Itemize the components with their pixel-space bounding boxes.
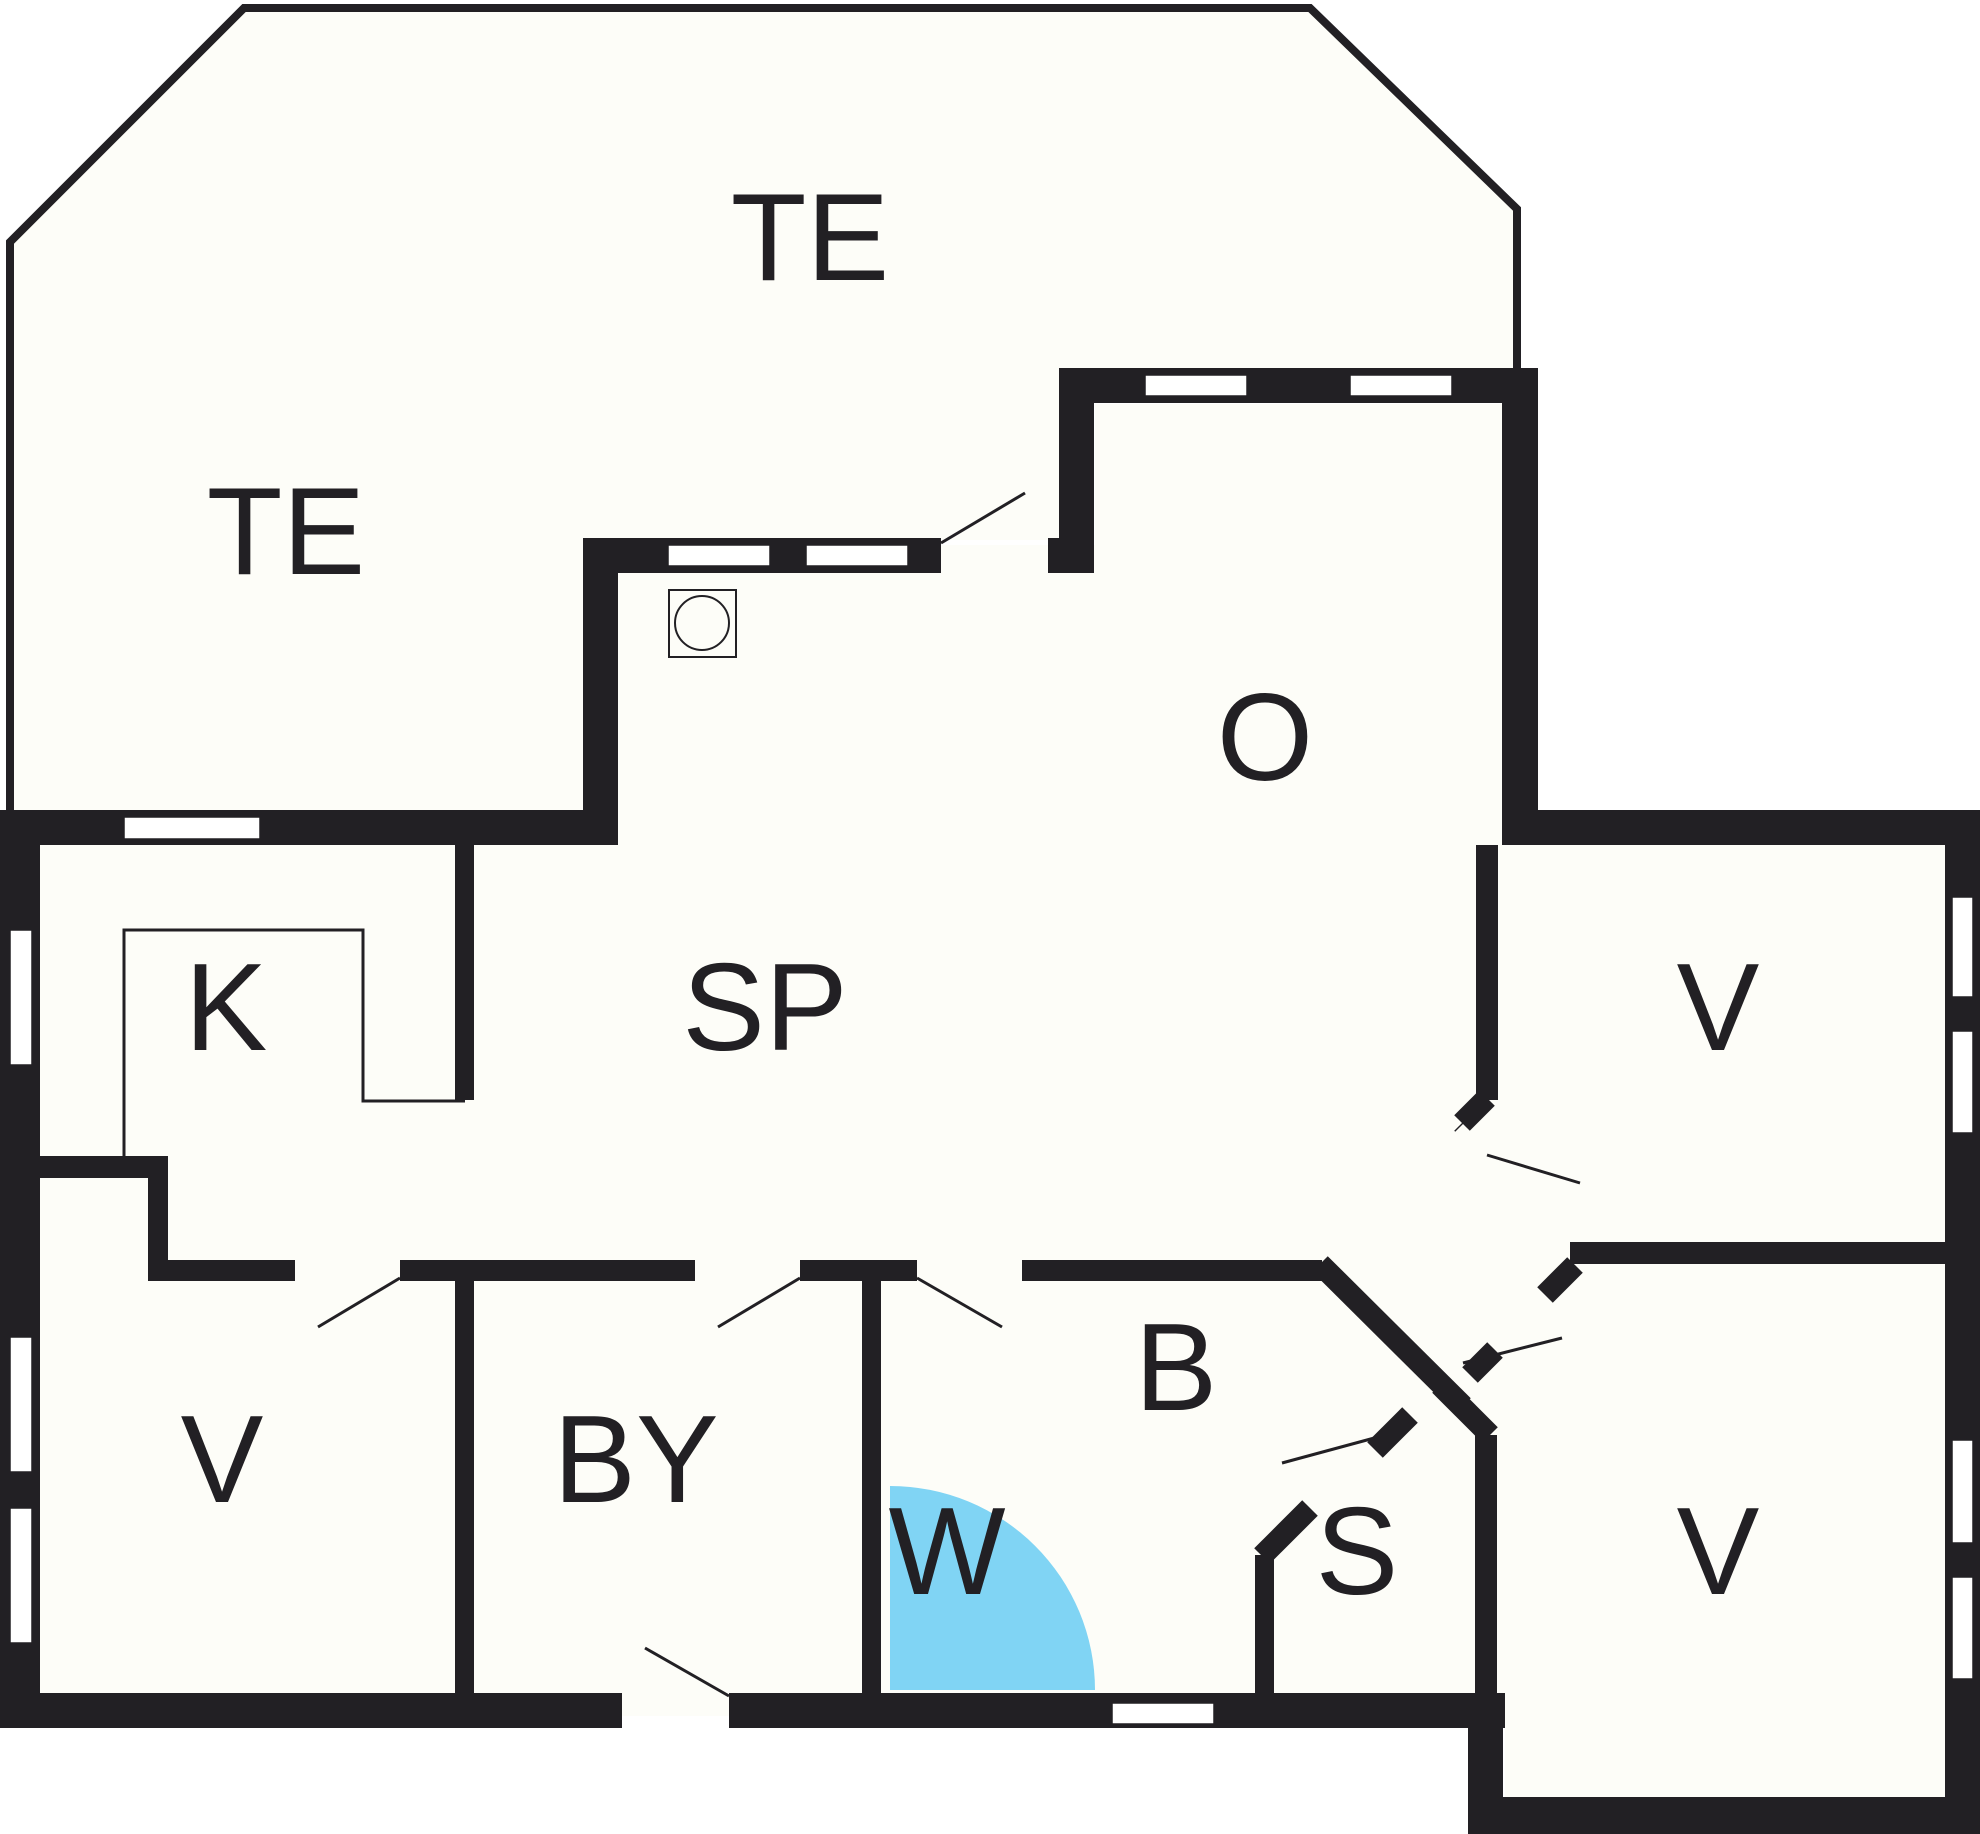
wall-segment [1476, 845, 1498, 1100]
doors [317, 491, 1581, 1698]
window [1951, 896, 1974, 998]
wall-segment [1502, 368, 1538, 845]
wall-segment [1059, 368, 1094, 573]
room-label-bedroom-bottom-right: V [1677, 1483, 1760, 1621]
wall-segment [1454, 1115, 1471, 1132]
room-label-kitchen: K [185, 939, 268, 1077]
walls [0, 368, 1980, 1834]
door-leaf [1462, 1336, 1563, 1365]
terrace-outline [6, 4, 1521, 812]
door-leaf [916, 1276, 1003, 1329]
window [9, 1336, 33, 1473]
wall-segment [1367, 1407, 1418, 1458]
windows [9, 374, 1974, 1725]
door-leaf [1281, 1435, 1379, 1465]
floor-areas [10, 8, 1950, 1800]
window [1951, 1576, 1974, 1680]
wall-segment [583, 538, 618, 845]
room-labels: TE TE O SP K V V V BY B W S [181, 169, 1760, 1621]
fireplace-icon [668, 589, 737, 658]
window [805, 544, 909, 567]
window [9, 1507, 33, 1644]
wall-segment [1059, 368, 1538, 403]
wall-segment [0, 1693, 622, 1728]
window [1144, 374, 1248, 397]
terrace-floor [10, 8, 1517, 812]
wall-segment [1537, 1257, 1583, 1303]
wall-segment [1468, 1797, 1980, 1834]
wall-segment [1475, 1435, 1497, 1700]
door-leaf [317, 1276, 401, 1329]
room-label-terrace-top: TE [731, 169, 889, 307]
window [1951, 1439, 1974, 1544]
door-leaf [717, 1276, 801, 1329]
wall-segment [800, 1260, 917, 1281]
wall-segment [455, 845, 474, 1100]
window [1951, 1030, 1974, 1134]
wall-segment [40, 1156, 168, 1178]
house-floor [20, 404, 1950, 1800]
room-label-dining: SP [682, 939, 847, 1077]
door-leaf [1486, 1153, 1581, 1185]
wall-segment [1312, 1256, 1471, 1414]
room-label-living: O [1217, 669, 1313, 807]
shower-area [890, 1486, 1095, 1690]
wall-segment [455, 1260, 474, 1700]
window [123, 816, 261, 840]
room-label-utility: BY [553, 1391, 718, 1529]
wall-segment [1022, 1260, 1322, 1281]
wall-segment [148, 1260, 295, 1281]
door-leaf [644, 1646, 730, 1698]
wall-segment [0, 810, 618, 845]
room-label-bedroom-top-right: V [1677, 939, 1760, 1077]
wall-segment [1254, 1500, 1318, 1564]
wall-segment [148, 1156, 168, 1281]
room-label-shower: W [888, 1483, 1005, 1621]
room-label-bedroom-bottom-left: V [181, 1391, 264, 1529]
window [1111, 1702, 1215, 1725]
window [1349, 374, 1453, 397]
window [9, 929, 33, 1066]
wall-segment [400, 1260, 695, 1281]
wall-segment [862, 1260, 881, 1700]
door-leaf [940, 491, 1026, 545]
room-label-sauna: S [1316, 1483, 1399, 1621]
wall-segment [1255, 1555, 1274, 1700]
window [667, 544, 771, 567]
room-label-bathroom: B [1135, 1299, 1218, 1437]
wall-segment [1570, 1242, 1950, 1264]
wall-segment [1432, 1377, 1498, 1443]
wall-segment [1502, 810, 1980, 845]
kitchen-counter [122, 928, 465, 1158]
room-label-terrace-left: TE [207, 463, 365, 601]
wall-segment [1462, 1342, 1503, 1383]
